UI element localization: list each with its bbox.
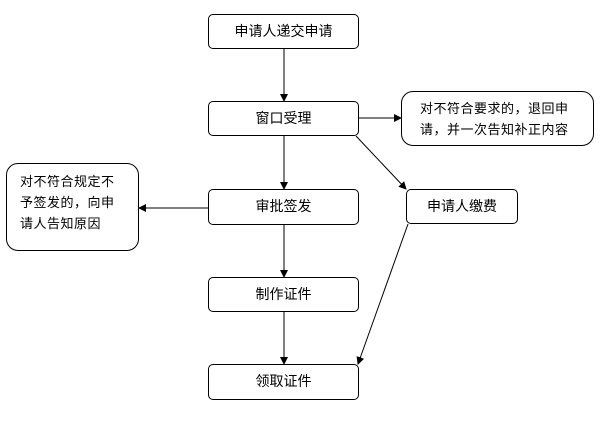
- note-reject-rules-text: 对不符合规定不 予签发的，向申 请人告知原因: [20, 175, 115, 232]
- node-make-certificate: 制作证件: [208, 277, 359, 312]
- node-applicant-pays-fee: 申请人缴费: [406, 189, 518, 224]
- arrow-fee-to-collect: [356, 223, 409, 365]
- node-approval-signing: 审批签发: [208, 189, 359, 225]
- node-collect-certificate-label: 领取证件: [255, 374, 312, 390]
- node-window-acceptance-label: 窗口受理: [255, 110, 312, 127]
- node-window-acceptance: 窗口受理: [208, 101, 359, 136]
- node-approval-signing-label: 审批签发: [255, 199, 312, 215]
- note-reject-rules: 对不符合规定不 予签发的，向申 请人告知原因: [6, 163, 139, 251]
- node-collect-certificate: 领取证件: [208, 364, 359, 400]
- arrow-accept-to-fee: [355, 135, 407, 190]
- note-reject-requirements-text: 对不符合要求的，退回申 请，并一次告知补正内容: [420, 102, 569, 138]
- node-submit-application: 申请人递交申请: [208, 14, 359, 49]
- node-make-certificate-label: 制作证件: [255, 286, 312, 303]
- node-submit-application-label: 申请人递交申请: [234, 23, 333, 40]
- note-reject-requirements: 对不符合要求的，退回申 请，并一次告知补正内容: [401, 91, 594, 146]
- node-applicant-pays-fee-label: 申请人缴费: [427, 198, 497, 215]
